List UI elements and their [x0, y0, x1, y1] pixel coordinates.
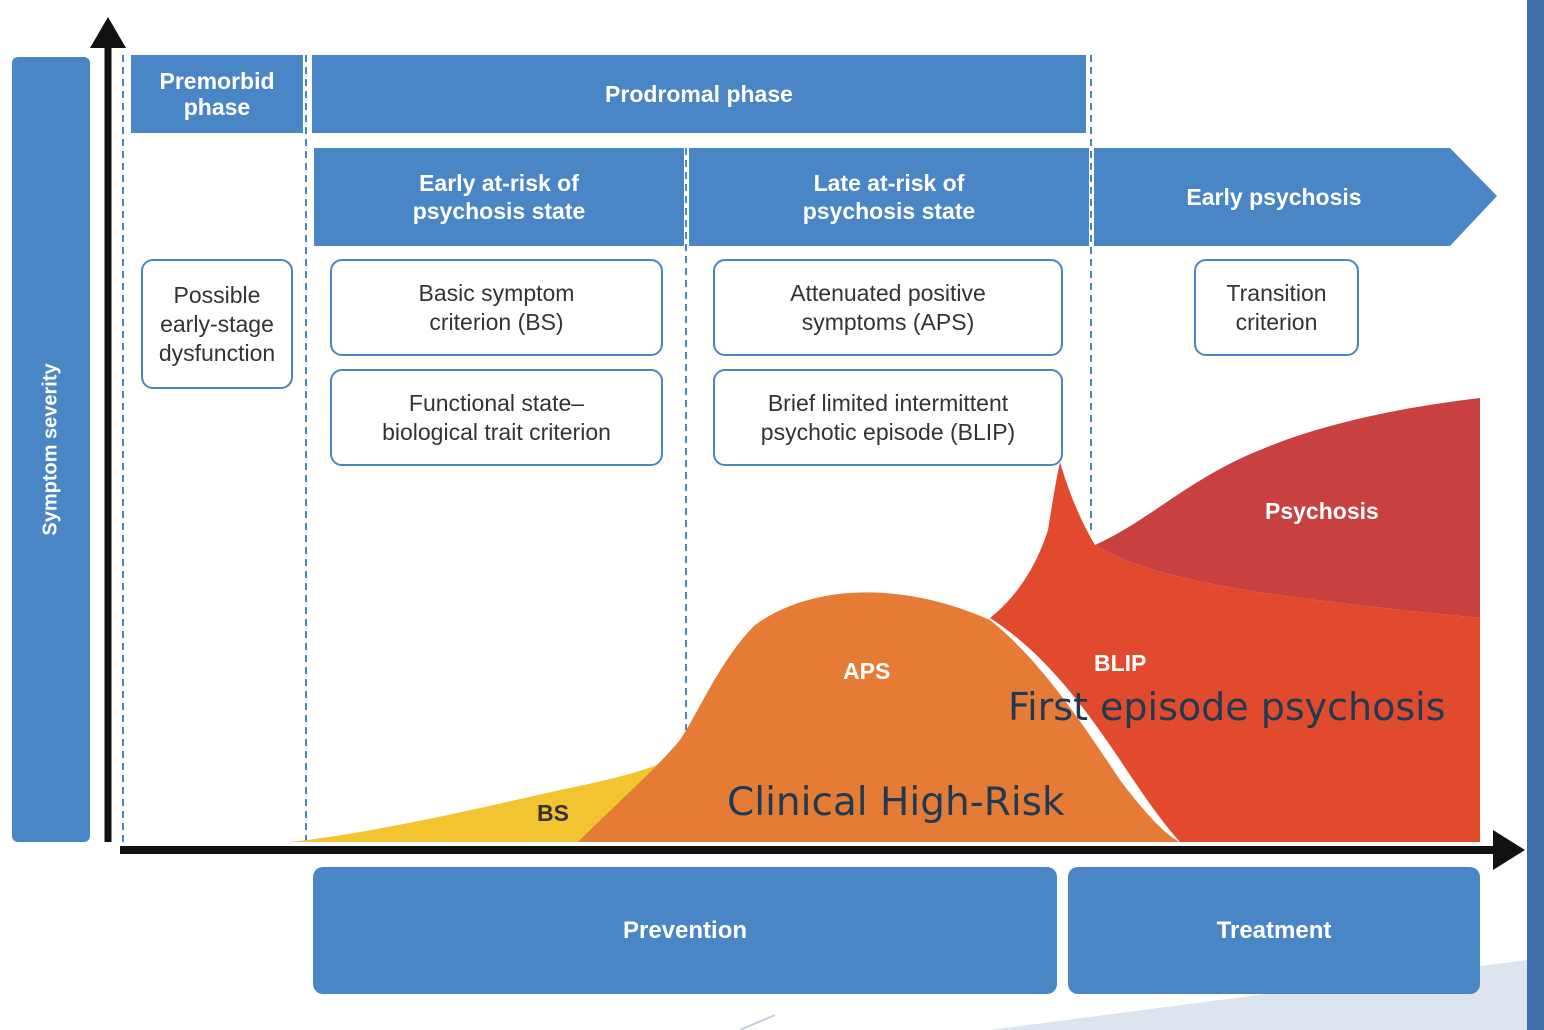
psychosis-area: [1095, 398, 1480, 618]
y-axis-arrow: [90, 17, 126, 48]
psychosis-area-label: Psychosis: [1265, 498, 1379, 524]
blip-area-label: BLIP: [1094, 650, 1147, 676]
aps-criterion-box: Attenuated positive symptoms (APS): [713, 259, 1063, 356]
blip-area: [990, 462, 1480, 842]
early-psychosis-band: [1094, 148, 1497, 246]
functional-state-box: Functional state– biological trait crite…: [330, 369, 663, 466]
late-at-risk-header: Late at-risk of psychosis state: [689, 148, 1089, 246]
aps-area: [578, 592, 1180, 842]
bs-area-label: BS: [537, 800, 569, 826]
clinical-high-risk-label: Clinical High-Risk: [727, 780, 1065, 825]
slide-accent-bar: [1527, 0, 1544, 1030]
premorbid-phase-header: Premorbid phase: [131, 55, 303, 133]
blip-criterion-box: Brief limited intermittent psychotic epi…: [713, 369, 1063, 466]
basic-symptom-box: Basic symptom criterion (BS): [330, 259, 663, 356]
early-at-risk-header: Early at-risk of psychosis state: [314, 148, 684, 246]
bs-area: [290, 762, 665, 842]
first-episode-psychosis-label: First episode psychosis: [1008, 685, 1446, 729]
y-axis-label: Symptom severity: [39, 363, 62, 536]
y-axis-label-band: Symptom severity: [12, 57, 90, 842]
prevention-bar: Prevention: [313, 867, 1057, 994]
treatment-bar: Treatment: [1068, 867, 1480, 994]
aps-area-label: APS: [843, 658, 891, 684]
early-psychosis-header: Early psychosis: [1186, 183, 1362, 210]
possible-dysfunction-box: Possible early-stage dysfunction: [141, 259, 293, 389]
x-axis-arrow: [1493, 830, 1525, 870]
transition-criterion-box: Transition criterion: [1194, 259, 1359, 356]
prodromal-phase-header: Prodromal phase: [312, 55, 1086, 133]
